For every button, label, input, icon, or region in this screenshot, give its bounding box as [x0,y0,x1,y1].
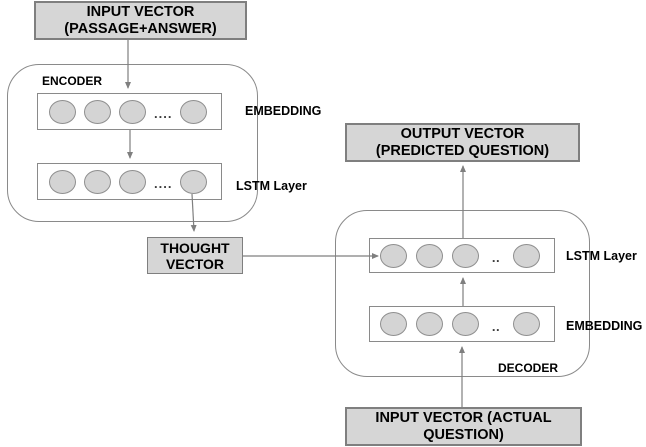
decoder-lstm-node [513,243,540,268]
ellipsis-dots: .. [491,250,501,265]
output-vector-predicted-question-box: OUTPUT VECTOR (PREDICTED QUESTION) [345,123,580,162]
decoder-embedding-node [513,312,540,336]
ellipsis-dots: .... [154,106,173,121]
decoder-embedding-node [380,312,407,336]
encoder-lstm-node [119,169,146,194]
encoder-lstm-row: .... [37,163,222,200]
decoder-embedding-label: EMBEDDING [566,319,643,333]
encoder-embedding-node [180,99,207,124]
decoder-lstm-row: .. [369,238,555,273]
encoder-embedding-node [119,99,146,124]
input-vector-actual-line2: QUESTION) [423,426,504,443]
encoder-embedding-node [84,99,111,124]
encoder-label: ENCODER [42,74,103,88]
decoder-embedding-row: .. [369,306,555,342]
input-vector-actual-line1: INPUT VECTOR (ACTUAL [375,409,552,426]
ellipsis-dots: .. [491,318,501,334]
decoder-container [335,210,590,377]
encoder-lstm-node [180,169,207,194]
thought-vector-line2: VECTOR [165,255,225,272]
encoder-embedding-node [49,99,76,124]
decoder-lstm-node [416,243,443,268]
input-vector-passage-answer-line1: INPUT VECTOR [86,3,195,20]
encoder-container [7,64,258,222]
output-vector-line2: (PREDICTED QUESTION) [375,142,550,159]
thought-vector-line1: THOUGHT [160,239,230,256]
decoder-lstm-label: LSTM Layer [566,249,637,263]
encoder-embedding-label: EMBEDDING [245,104,322,118]
encoder-lstm-node [84,169,111,194]
decoder-lstm-node [380,243,407,268]
decoder-embedding-node [452,312,479,336]
encoder-lstm-label: LSTM Layer [236,179,307,193]
decoder-embedding-node [416,312,443,336]
input-vector-passage-answer-box: INPUT VECTOR (PASSAGE+ANSWER) [34,1,247,40]
output-vector-line1: OUTPUT VECTOR [400,125,525,142]
thought-vector-box: THOUGHT VECTOR [147,237,243,274]
decoder-lstm-node [452,243,479,268]
ellipsis-dots: .... [154,176,173,191]
encoder-embedding-row: .... [37,93,222,130]
input-vector-passage-answer-line2: (PASSAGE+ANSWER) [64,20,217,37]
decoder-label: DECODER [498,361,559,375]
encoder-lstm-node [49,169,76,194]
input-vector-actual-question-box: INPUT VECTOR (ACTUAL QUESTION) [345,407,582,446]
